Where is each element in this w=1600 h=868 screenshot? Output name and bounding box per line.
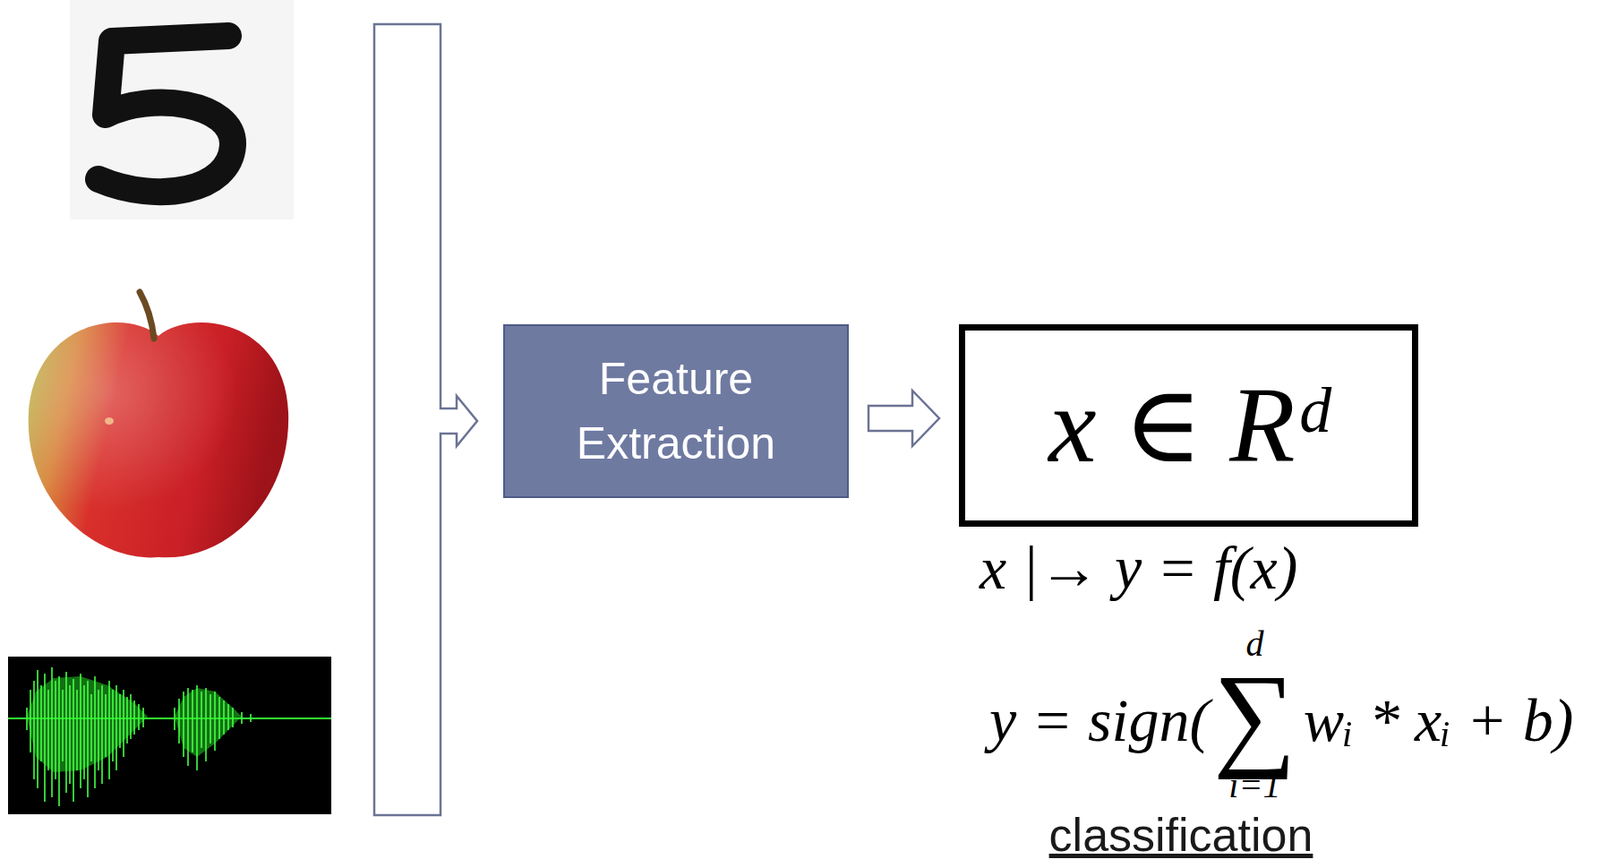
hollow-arrow [868, 390, 940, 446]
sum-symbol: ∑ [1213, 656, 1297, 773]
apple-image [28, 291, 289, 557]
caption-label: classification [1049, 809, 1314, 861]
feature-vector-box: x ∈ Rᵈ [958, 324, 1419, 527]
input-bracket [374, 24, 478, 815]
node-label: x ∈ Rᵈ [1048, 360, 1329, 490]
waveform-image [8, 656, 332, 814]
sum-lower-limit: i=1 [1228, 767, 1281, 804]
mapping-formula: x |→ y = f(x) [979, 537, 1298, 599]
node-label: Feature Extraction [528, 346, 824, 477]
process-box: Feature Extraction [503, 324, 849, 498]
classifier-formula: y = sign( [989, 689, 1210, 751]
classifier-formula: wᵢ * xᵢ + b) [1303, 689, 1575, 751]
digit-image [69, 0, 294, 220]
